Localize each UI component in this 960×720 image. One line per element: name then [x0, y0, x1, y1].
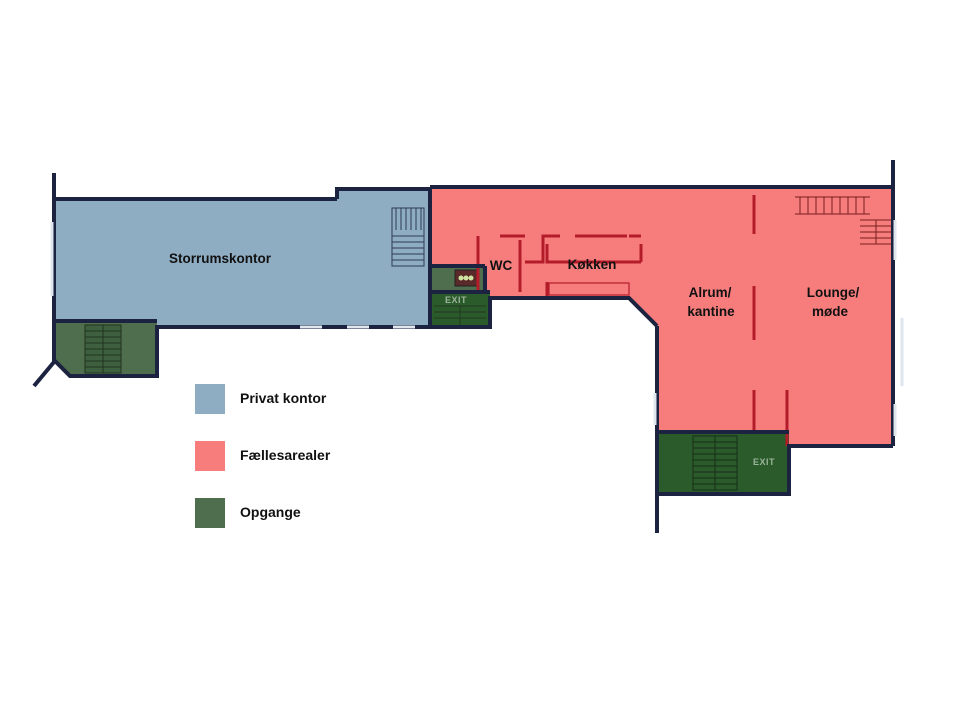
windows — [50, 220, 904, 436]
stair-treads-northeast — [795, 196, 892, 245]
kitchen-appliance — [454, 269, 478, 287]
legend-item-private: Privat kontor — [195, 384, 415, 414]
stair-treads-middle — [434, 305, 486, 326]
stair-treads-blue-zone — [391, 207, 425, 267]
legend-item-stairs: Opgange — [195, 498, 415, 528]
room-label-lounge-line1: Lounge/ — [807, 285, 860, 300]
exit-label-middle: EXIT — [445, 295, 467, 305]
stair-treads-west — [84, 324, 122, 374]
exit-label-south: EXIT — [753, 457, 775, 467]
room-label-alrum-line1: Alrum/ — [689, 285, 732, 300]
room-label-alrum-line2: kantine — [687, 304, 735, 319]
legend-item-common: Fællesarealer — [195, 441, 415, 471]
room-label-lounge-line2: møde — [812, 304, 848, 319]
room-label-storrumskontor: Storrumskontor — [169, 251, 272, 266]
legend-swatch-private — [195, 384, 225, 414]
legend-swatch-stairs — [195, 498, 225, 528]
room-label-kokken: Køkken — [568, 257, 617, 272]
zone-private-office — [54, 189, 430, 327]
legend-swatch-common — [195, 441, 225, 471]
exterior-walls — [32, 160, 895, 533]
stair-treads-south — [692, 435, 738, 491]
legend-label-private: Privat kontor — [240, 390, 327, 406]
room-label-wc: WC — [490, 258, 513, 273]
legend-label-stairs: Opgange — [240, 504, 301, 520]
legend-label-common: Fællesarealer — [240, 447, 331, 463]
